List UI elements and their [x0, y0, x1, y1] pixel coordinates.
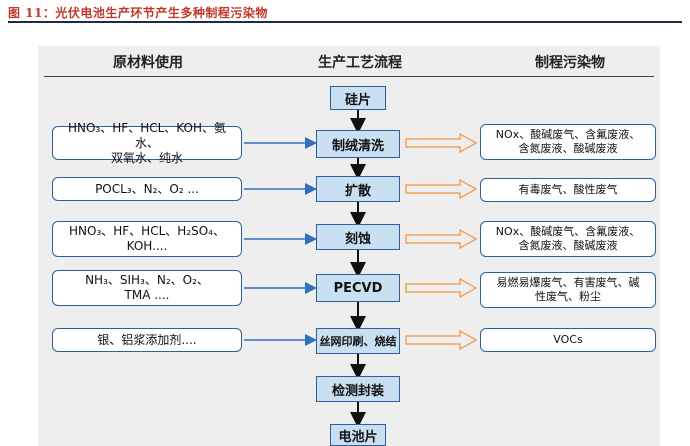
pollutant-line: 有毒废气、酸性废气 — [518, 183, 618, 196]
pollutant-box: VOCs — [480, 328, 656, 352]
header-process: 生产工艺流程 — [318, 55, 402, 71]
material-box: HNO₃、HF、HCL、H₂SO₄、 KOH.... — [52, 221, 242, 257]
material-line: 银、铝浆添加剂.... — [97, 332, 197, 347]
material-line: NH₃、SIH₃、N₂、O₂、 — [85, 273, 209, 287]
material-line: POCL₃、N₂、O₂ ... — [95, 181, 199, 196]
pollutant-box: 易燃易爆废气、有害废气、碱 性废气、粉尘 — [480, 272, 656, 308]
output-arrow-2 — [405, 178, 478, 200]
pollutant-box: NOx、酸碱废气、含氟废液、 含氮废液、酸碱废液 — [480, 221, 656, 257]
output-arrow-3 — [405, 228, 478, 250]
material-box: HNO₃、HF、HCL、KOH、氨水、 双氧水、纯水 — [52, 121, 242, 165]
material-line: 双氧水、纯水 — [110, 150, 183, 165]
output-arrow-1 — [405, 132, 478, 154]
material-line: HNO₃、HF、HCL、H₂SO₄、 — [69, 224, 225, 238]
material-box: 银、铝浆添加剂.... — [52, 328, 242, 352]
output-arrow-4 — [405, 277, 478, 299]
material-line: HNO₃、HF、HCL、KOH、氨水、 — [68, 120, 226, 150]
pollutant-line: VOCs — [553, 333, 583, 346]
pollutant-line: 含氮废液、酸碱废液 — [518, 239, 618, 252]
process-step-wafer: 硅片 — [330, 86, 386, 110]
pollutant-box: NOx、酸碱废气、含氟废液、 含氮废液、酸碱废液 — [480, 124, 656, 160]
process-step-cell: 电池片 — [330, 424, 386, 446]
process-step-diffusion: 扩散 — [316, 176, 400, 202]
pollutant-line: NOx、酸碱废气、含氟废液、 — [495, 128, 641, 141]
pollutant-line: NOx、酸碱废气、含氟废液、 — [495, 225, 641, 238]
pollutant-line: 含氮废液、酸碱废液 — [518, 142, 618, 155]
pollutant-box: 有毒废气、酸性废气 — [480, 178, 656, 202]
figure-caption: 图 11：光伏电池生产环节产生多种制程污染物 — [8, 6, 268, 20]
process-step-printing: 丝网印刷、烧结 — [316, 328, 400, 354]
process-step-pecvd: PECVD — [316, 274, 400, 302]
header-materials: 原材料使用 — [113, 55, 183, 71]
material-box: POCL₃、N₂、O₂ ... — [52, 177, 242, 201]
caption-rule — [8, 21, 682, 23]
process-step-texturing: 制绒清洗 — [316, 130, 400, 158]
process-step-etching: 刻蚀 — [316, 224, 400, 250]
process-step-packaging: 检测封装 — [316, 376, 400, 402]
material-box: NH₃、SIH₃、N₂、O₂、 TMA .... — [52, 270, 242, 306]
header-pollutants: 制程污染物 — [535, 55, 605, 71]
pollutant-line: 性废气、粉尘 — [535, 290, 601, 303]
output-arrow-5 — [405, 329, 478, 351]
material-line: KOH.... — [126, 239, 168, 253]
material-line: TMA .... — [124, 288, 170, 302]
pollutant-line: 易燃易爆废气、有害废气、碱 — [496, 276, 640, 289]
header-rule — [44, 76, 654, 77]
